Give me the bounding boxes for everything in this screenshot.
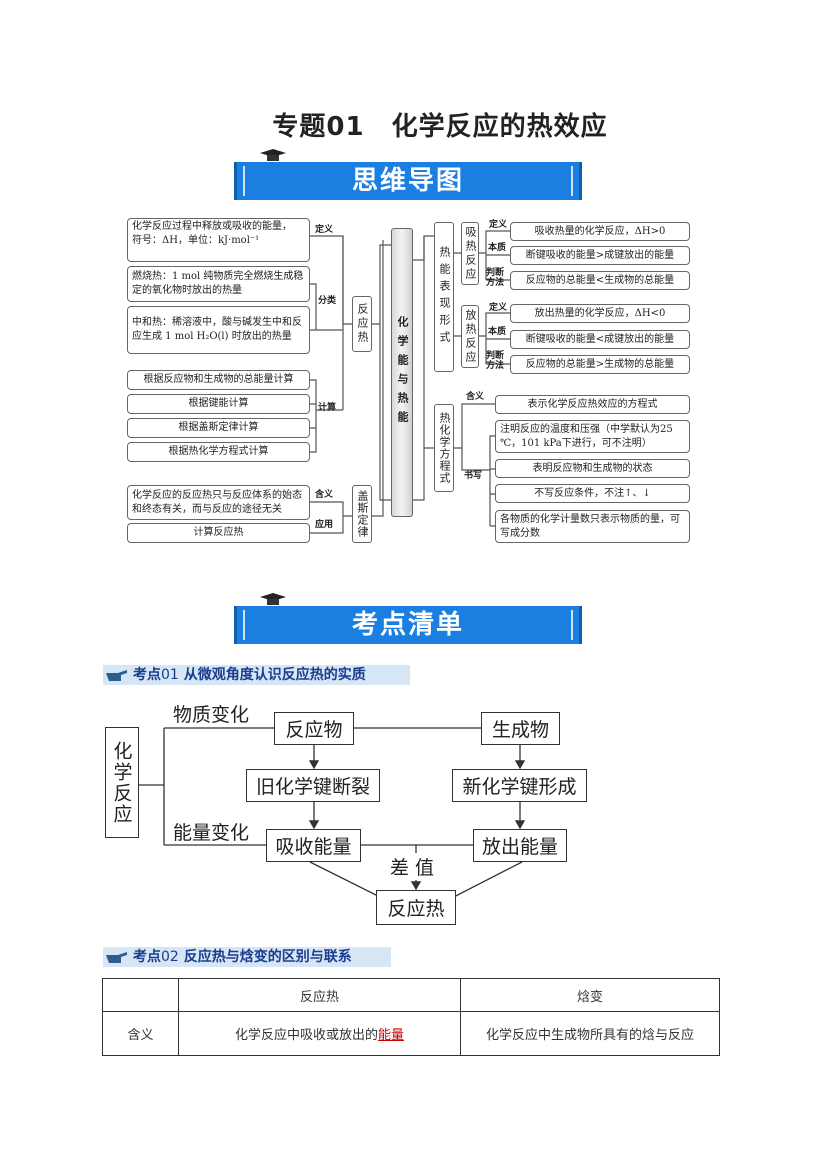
writing-rule: 各物质的化学计量数只表示物质的量，可写成分数 (495, 510, 690, 543)
definition-label: 定义 (315, 225, 334, 235)
header-cell (102, 978, 179, 1012)
highlighted-text: 能量 (378, 1028, 405, 1043)
cell-text: 化学反应中吸收或放出的 (234, 1028, 378, 1043)
mindmap-connectors (310, 230, 510, 534)
hess-apply-label: 应用 (315, 520, 334, 530)
center-node: 化学能与热能 (391, 228, 413, 517)
essence-label: 本质 (488, 243, 507, 253)
section-heading-01: 考点01 从微观角度认识反应热的实质 (103, 665, 410, 685)
bond-breaking-node: 旧化学键断裂 (246, 769, 380, 802)
row-label: 含义 (102, 1011, 179, 1056)
kp-title: 从微观角度认识反应热的实质 (183, 667, 366, 683)
calculation-label: 计算 (318, 403, 337, 413)
exo-essence: 断键吸收的能量<成键放出的能量 (510, 330, 690, 349)
energy-change-label: 能量变化 (173, 822, 250, 844)
pointing-hand-icon (106, 952, 127, 963)
exo-judgement: 反应物的总能量>生成物的总能量 (510, 355, 690, 374)
calc-method-box: 根据热化学方程式计算 (127, 442, 310, 462)
def-label: 定义 (489, 303, 508, 313)
mindmap-banner: 思维导图 (234, 162, 582, 200)
judge-label: 判断方法 (486, 351, 505, 371)
product-node: 生成物 (481, 712, 560, 745)
absorb-energy-node: 吸收能量 (266, 829, 361, 862)
definition-box: 化学反应过程中释放或吸收的能量，符号：ΔH，单位：kJ·mol⁻¹ (127, 218, 310, 262)
hess-meaning-box: 化学反应的反应热只与反应体系的始态和终态有关，而与反应的途径无关 (127, 485, 310, 520)
endo-judgement: 反应物的总能量<生成物的总能量 (510, 271, 690, 290)
kp-number: 02 (161, 949, 179, 965)
chemical-reaction-node: 化学反应 (105, 727, 139, 838)
hess-apply-box: 计算反应热 (127, 523, 310, 543)
writing-label: 书写 (464, 471, 483, 481)
thermo-equation-node: 热化学方程式 (434, 404, 454, 492)
judge-label: 判断方法 (486, 268, 505, 288)
writing-rule: 不写反应条件，不注↑、↓ (495, 484, 690, 503)
classification-label: 分类 (318, 296, 337, 306)
pointing-hand-icon (106, 670, 127, 681)
calc-method-box: 根据键能计算 (127, 394, 310, 414)
energy-forms-node: 热能表现形式 (434, 222, 454, 372)
graduation-cap-icon (260, 149, 286, 161)
matter-change-label: 物质变化 (173, 704, 250, 726)
combustion-heat-box: 燃烧热：1 mol 纯物质完全燃烧生成稳定的氧化物时放出的热量 (127, 266, 310, 302)
def-label: 定义 (489, 220, 508, 230)
bond-forming-node: 新化学键形成 (452, 769, 587, 802)
meaning-box: 表示化学反应热效应的方程式 (495, 395, 690, 414)
meaning-label: 含义 (466, 392, 485, 402)
endothermic-node: 吸热反应 (461, 222, 479, 285)
writing-rule: 注明反应的温度和压强（中学默认为25 ℃，101 kPa下进行，可不注明） (495, 420, 690, 453)
page-title: 专题01 化学反应的热效应 (272, 112, 608, 142)
release-energy-node: 放出能量 (473, 829, 567, 862)
neutralization-heat-box: 中和热：稀溶液中，酸与碱发生中和反应生成 1 mol H₂O(l) 时放出的热量 (127, 306, 310, 354)
kp-title: 反应热与焓变的区别与联系 (183, 949, 352, 965)
section-heading-02: 考点02 反应热与焓变的区别与联系 (103, 947, 391, 967)
calc-method-box: 根据盖斯定律计算 (127, 418, 310, 438)
header-cell: 焓变 (460, 978, 720, 1012)
reaction-heat-cell: 化学反应中吸收或放出的能量 (178, 1011, 461, 1056)
comparison-table: 反应热焓变 含义化学反应中吸收或放出的能量化学反应中生成物所具有的焓与反应 (102, 978, 720, 1056)
reaction-heat-node: 反应热 (352, 296, 372, 352)
hess-meaning-label: 含义 (315, 490, 334, 500)
difference-label: 差 值 (390, 853, 435, 880)
hess-law-node: 盖斯定律 (352, 485, 372, 543)
exo-definition: 放出热量的化学反应，ΔH<0 (510, 304, 690, 323)
kp-prefix: 考点 (133, 949, 161, 965)
writing-rule: 表明反应物和生成物的状态 (495, 459, 690, 478)
graduation-cap-icon (260, 593, 286, 605)
kp-number: 01 (161, 667, 179, 683)
header-cell: 反应热 (178, 978, 461, 1012)
endo-definition: 吸收热量的化学反应，ΔH>0 (510, 222, 690, 241)
essence-label: 本质 (488, 327, 507, 337)
reaction-heat-node: 反应热 (376, 890, 456, 925)
exothermic-node: 放热反应 (461, 305, 479, 368)
checklist-banner: 考点清单 (234, 606, 582, 644)
endo-essence: 断键吸收的能量>成键放出的能量 (510, 246, 690, 265)
calc-method-box: 根据反应物和生成物的总能量计算 (127, 370, 310, 390)
reactant-node: 反应物 (274, 712, 354, 745)
kp-prefix: 考点 (133, 667, 161, 683)
enthalpy-cell: 化学反应中生成物所具有的焓与反应 (460, 1011, 720, 1056)
